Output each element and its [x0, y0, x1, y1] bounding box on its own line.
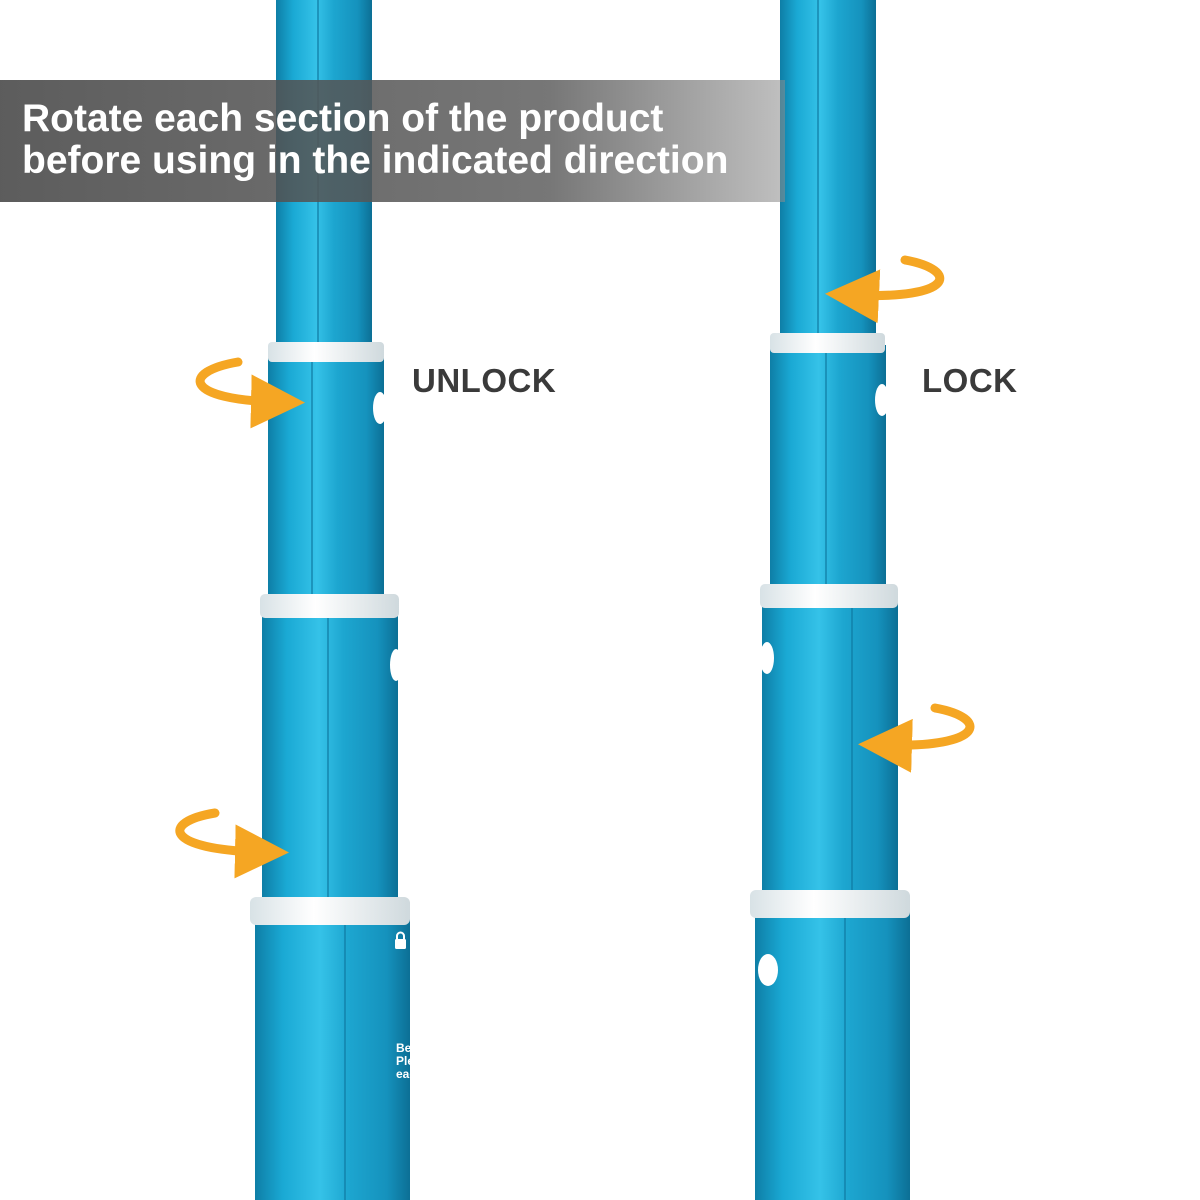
left-ring-3 — [250, 897, 410, 925]
tube-print-line-2: Ple — [396, 1054, 415, 1068]
instruction-text: Rotate each section of the product befor… — [22, 98, 792, 182]
unlock-label: UNLOCK — [412, 362, 557, 399]
left-tube-lower — [262, 605, 398, 905]
right-button-3 — [758, 954, 778, 986]
right-button-1 — [875, 384, 889, 416]
right-ring-2 — [760, 584, 898, 608]
lock-label: LOCK — [922, 362, 1018, 399]
lock-icon — [395, 931, 406, 949]
rotate-arrow-icon — [175, 808, 289, 879]
right-ring-1 — [770, 333, 885, 353]
instruction-line-1: Rotate each section of the product — [22, 97, 664, 140]
left-tube-middle — [268, 350, 384, 605]
left-ring-2 — [260, 594, 399, 618]
left-button-1 — [373, 392, 387, 424]
left-ring-1 — [268, 342, 384, 362]
left-button-2 — [390, 649, 402, 681]
tube-print-line-3: eac — [396, 1067, 417, 1081]
rotate-arrow-icon — [858, 703, 975, 773]
tube-print-line-1: Bef — [396, 1041, 416, 1055]
left-tube-bottom — [255, 905, 410, 1200]
right-button-2 — [760, 642, 774, 674]
right-tube-lower — [762, 598, 898, 905]
rotate-arrow-icon — [195, 357, 305, 429]
right-ring-3 — [750, 890, 910, 918]
instruction-line-2: before using in the indicated direction — [22, 139, 729, 182]
rotate-arrow-icon — [825, 255, 945, 324]
right-tube-middle — [770, 345, 886, 595]
instruction-banner — [0, 80, 785, 202]
tube-printed-text: Bef Ple eac — [396, 1042, 416, 1081]
right-tube-bottom — [755, 905, 910, 1200]
